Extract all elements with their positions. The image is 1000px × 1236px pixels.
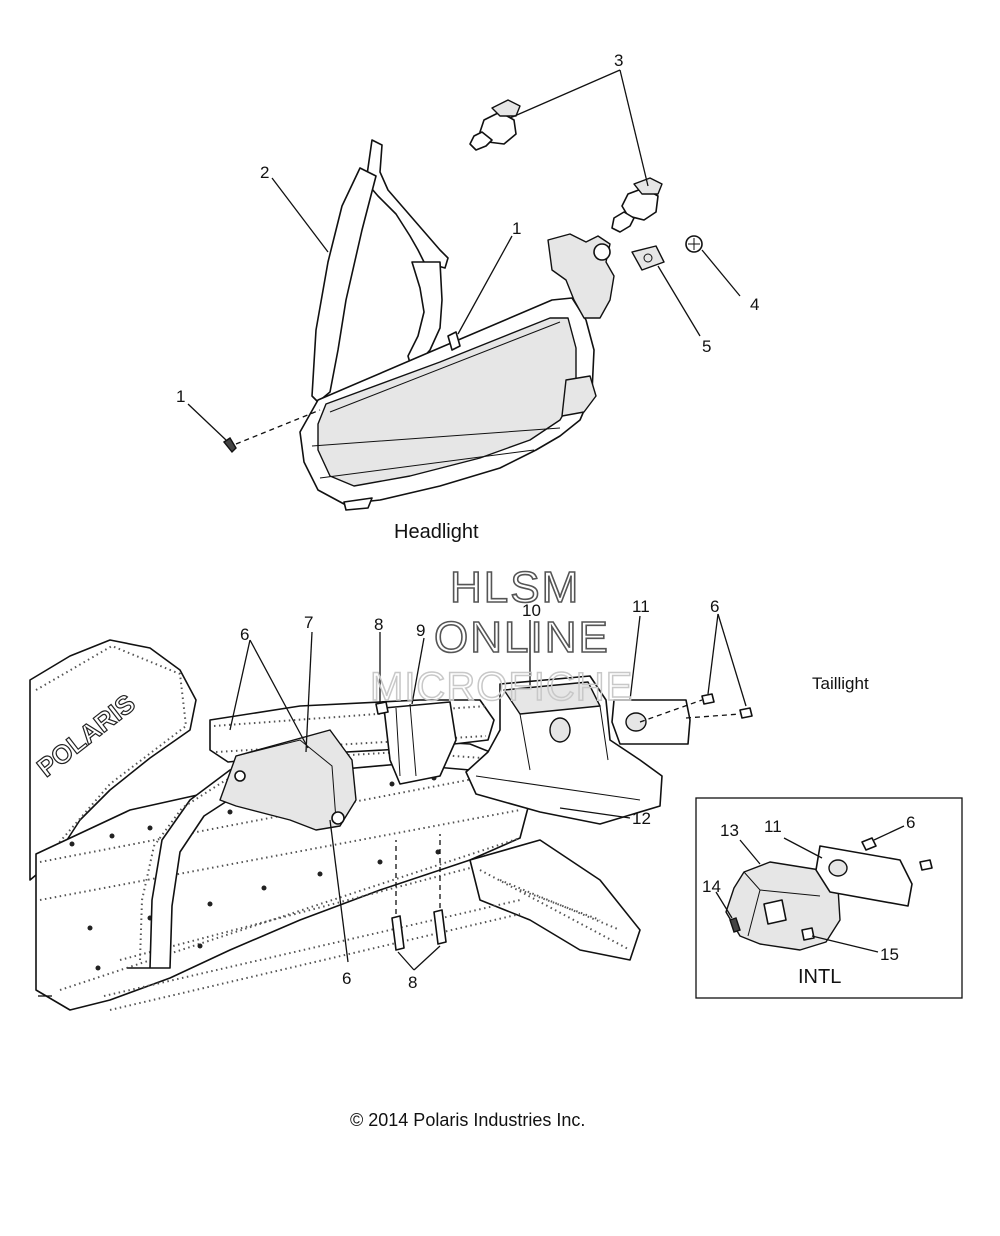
callout-headlight-2: 2: [260, 163, 269, 182]
taillight-lens: [611, 699, 691, 745]
callout-taillight-6-bottom: 6: [342, 969, 351, 988]
intl-inset: 13 11 6 14 15 INTL: [695, 797, 963, 999]
callout-taillight-9: 9: [416, 621, 425, 640]
headlight-side-tab: [561, 375, 597, 417]
callout-headlight-5: 5: [702, 337, 711, 356]
rear-track: [469, 839, 641, 961]
watermark-line-1: HLSM: [450, 563, 580, 612]
bracket-screw-8b: [433, 909, 447, 945]
callout-intl-11: 11: [764, 817, 782, 836]
intl-bolt: [729, 917, 741, 933]
callout-taillight-6-left: 6: [240, 625, 249, 644]
callout-taillight-11: 11: [632, 597, 650, 616]
taillight-mount-bracket: [219, 729, 357, 831]
bracket-screw-8a: [391, 915, 405, 951]
callout-taillight-10: 10: [522, 601, 541, 620]
taillight-screw-a: [701, 693, 715, 705]
callout-taillight-6-right: 6: [710, 597, 719, 616]
callout-headlight-4: 4: [750, 295, 759, 314]
headlight-adjuster-knob: [593, 243, 611, 261]
callout-intl-13: 13: [720, 821, 739, 840]
watermark-line-3: MICROFICHE: [370, 665, 633, 709]
taillight-housing: [465, 675, 663, 825]
headlight-caption: Headlight: [394, 521, 479, 543]
copyright-notice: © 2014 Polaris Industries Inc.: [350, 1110, 585, 1130]
headlight-lens: [317, 317, 577, 487]
callout-headlight-3: 3: [614, 51, 623, 70]
headlight-lens-edge: [311, 321, 561, 479]
headlight-bulb-lower: [611, 177, 663, 233]
headlight-clip-nut: [631, 245, 665, 271]
headlight-bracket: [365, 139, 449, 269]
taillight-bracket-9: [383, 701, 457, 785]
watermark-line-2: ONLINE: [434, 613, 610, 662]
intl-screw-b: [919, 859, 933, 871]
callout-intl-15: 15: [880, 945, 899, 964]
taillight-screw-b: [739, 707, 753, 719]
callout-headlight-1-upper: 1: [512, 219, 521, 238]
callout-headlight-1-lower: 1: [176, 387, 185, 406]
bracket-screw-8c: [375, 701, 389, 715]
callout-intl-6: 6: [906, 813, 915, 832]
callout-taillight-7: 7: [304, 613, 313, 632]
callout-taillight-8-top: 8: [374, 615, 383, 634]
taillight-caption: Taillight: [812, 674, 869, 693]
intl-screw-a: [861, 837, 877, 851]
headlight-screw-upper: [447, 331, 461, 351]
taillight-assembly: 6 7 8 9 10 11 6 12 6 8 Taillight: [219, 597, 869, 992]
headlight-screw-lower: [222, 437, 237, 454]
headlight-lower-tab: [343, 497, 373, 511]
intl-caption: INTL: [798, 966, 841, 988]
headlight-assembly: 1 2 3 1 4 5 Headlight: [176, 51, 759, 543]
callout-intl-14: 14: [702, 877, 721, 896]
watermark: HLSM ONLINE MICROFICHE: [369, 562, 633, 710]
sled-rear-body: POLARIS: [29, 639, 641, 1011]
headlight-screw-lower-line: [235, 409, 321, 445]
callout-taillight-12: 12: [632, 809, 651, 828]
intl-nut: [801, 927, 815, 941]
callout-taillight-8-bottom: 8: [408, 973, 417, 992]
headlight-bulb-upper: [469, 99, 521, 151]
headlight-frame: [311, 167, 377, 403]
tread-strip: [103, 899, 521, 1011]
